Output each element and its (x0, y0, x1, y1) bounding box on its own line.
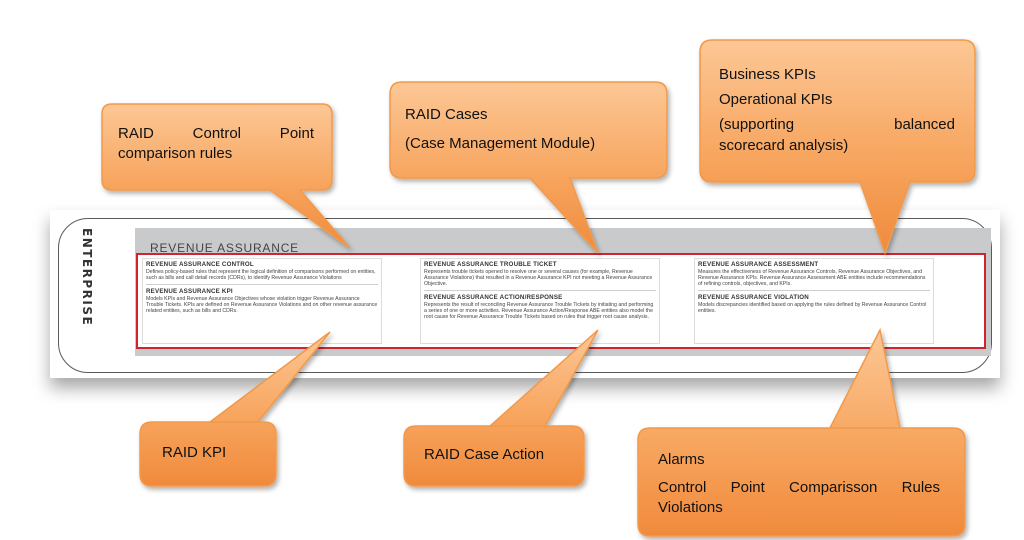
callout-alarms: Alarms Control Point Comparisson Rules V… (658, 450, 940, 518)
entity-description: Represents trouble tickets opened to res… (424, 269, 653, 287)
entity-column-3: REVENUE ASSURANCE ASSESSMENT Measures th… (694, 258, 934, 344)
callout-line: RAID Cases (405, 106, 488, 123)
callout-control-point: RAID Control Point comparison rules (118, 124, 314, 164)
entity-title: REVENUE ASSURANCE KPI (146, 288, 233, 295)
entity-revenue-assurance-violation: REVENUE ASSURANCE VIOLATION Models discr… (698, 290, 930, 314)
callout-line: Control Point Comparisson Rules (658, 479, 940, 496)
entity-title: REVENUE ASSURANCE ASSESSMENT (698, 261, 819, 268)
callout-line: (supporting balanced (719, 116, 955, 133)
callout-line: RAID Case Action (424, 446, 545, 463)
callout-line: scorecard analysis) (719, 137, 849, 154)
callout-line: Operational KPIs (719, 91, 833, 108)
callout-line: RAID KPI (162, 444, 227, 461)
callout-line: RAID Control Point (118, 125, 314, 142)
callout-line: Violations (658, 499, 723, 516)
entity-description: Defines policy-based rules that represen… (146, 269, 376, 281)
entity-revenue-assurance-control: REVENUE ASSURANCE CONTROL Defines policy… (146, 261, 378, 281)
callout-line: (Case Management Module) (405, 135, 596, 152)
entity-revenue-assurance-action-response: REVENUE ASSURANCE ACTION/RESPONSE Repres… (424, 290, 656, 320)
callout-line: Business KPIs (719, 66, 816, 83)
entity-title: REVENUE ASSURANCE VIOLATION (698, 294, 809, 301)
revenue-assurance-entities-frame: REVENUE ASSURANCE CONTROL Defines policy… (136, 253, 986, 349)
entity-description: Models KPIs and Revenue Assurance Object… (146, 296, 378, 314)
entity-column-2: REVENUE ASSURANCE TROUBLE TICKET Represe… (420, 258, 660, 344)
enterprise-panel: ENTERPRISE REVENUE ASSURANCE REVENUE ASS… (50, 210, 1000, 378)
entity-title: REVENUE ASSURANCE ACTION/RESPONSE (424, 294, 563, 301)
callout-raid-kpi: RAID KPI (162, 443, 272, 463)
entity-description: Measures the effectiveness of Revenue As… (698, 269, 926, 287)
entity-description: Represents the result of reconciling Rev… (424, 302, 654, 320)
entity-description: Models discrepancies identified based on… (698, 302, 927, 314)
callout-raid-case-action: RAID Case Action (424, 445, 574, 465)
entity-column-1: REVENUE ASSURANCE CONTROL Defines policy… (142, 258, 382, 344)
callout-line: Alarms (658, 451, 705, 468)
enterprise-side-label: ENTERPRISE (80, 228, 94, 327)
entity-title: REVENUE ASSURANCE TROUBLE TICKET (424, 261, 557, 268)
callout-raid-cases: RAID Cases (Case Management Module) (405, 104, 655, 155)
entity-revenue-assurance-kpi: REVENUE ASSURANCE KPI Models KPIs and Re… (146, 284, 378, 314)
entity-title: REVENUE ASSURANCE CONTROL (146, 261, 254, 268)
entity-revenue-assurance-assessment: REVENUE ASSURANCE ASSESSMENT Measures th… (698, 261, 930, 287)
callout-business-kpis: Business KPIs Operational KPIs (supporti… (719, 64, 955, 156)
callout-line: comparison rules (118, 145, 233, 162)
entity-revenue-assurance-trouble-ticket: REVENUE ASSURANCE TROUBLE TICKET Represe… (424, 261, 656, 287)
